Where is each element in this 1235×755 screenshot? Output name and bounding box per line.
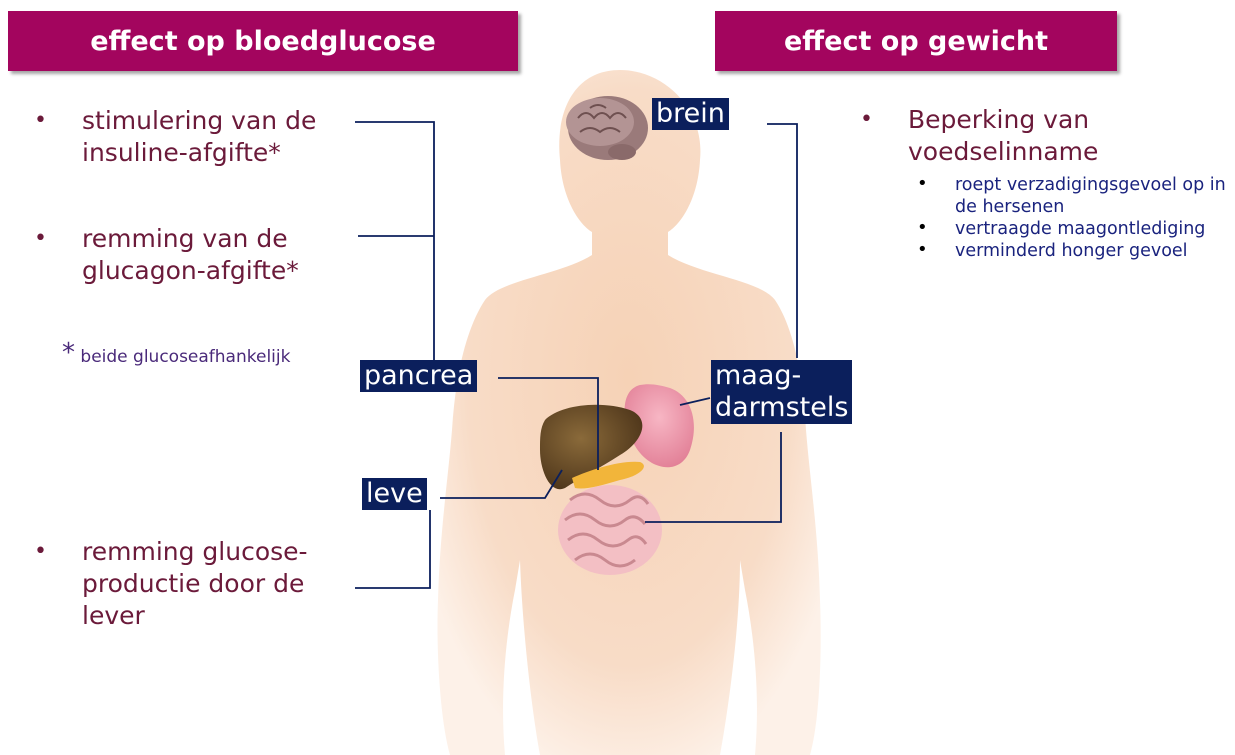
label-gi-tract: maag- darmstels	[711, 360, 852, 424]
left-bullets-bottom: remming glucose-productie door de lever	[82, 536, 367, 632]
right-bullets-sub: roept verzadigingsgevoel op in de hersen…	[955, 174, 1235, 262]
intestines-illustration	[558, 485, 662, 575]
label-liver: leve	[362, 478, 427, 510]
header-weight: effect op gewicht	[715, 11, 1117, 71]
left-bullets-mid: remming van de glucagon-afgifte*	[82, 223, 367, 287]
footnote: * beide glucoseafhankelijk	[62, 340, 322, 370]
sub-bullet-gastric: vertraagde maagontlediging	[955, 218, 1235, 240]
bullet-food-intake: Beperking van voedselinname	[908, 104, 1208, 168]
sub-bullet-hunger: verminderd honger gevoel	[955, 240, 1235, 262]
footnote-text: beide glucoseafhankelijk	[80, 344, 310, 370]
right-bullets-main: Beperking van voedselinname	[908, 104, 1208, 168]
footnote-star: *	[62, 338, 75, 368]
bullet-insulin: stimulering van de insuline-afgifte*	[82, 105, 367, 169]
sub-bullet-satiety: roept verzadigingsgevoel op in de hersen…	[955, 174, 1235, 218]
bullet-liver: remming glucose-productie door de lever	[82, 536, 367, 632]
label-pancreas: pancrea	[360, 360, 477, 392]
bullet-glucagon: remming van de glucagon-afgifte*	[82, 223, 367, 287]
left-bullets-top: stimulering van de insuline-afgifte*	[82, 105, 367, 169]
header-blood-glucose: effect op bloedglucose	[8, 11, 518, 71]
label-brain: brein	[652, 98, 729, 130]
